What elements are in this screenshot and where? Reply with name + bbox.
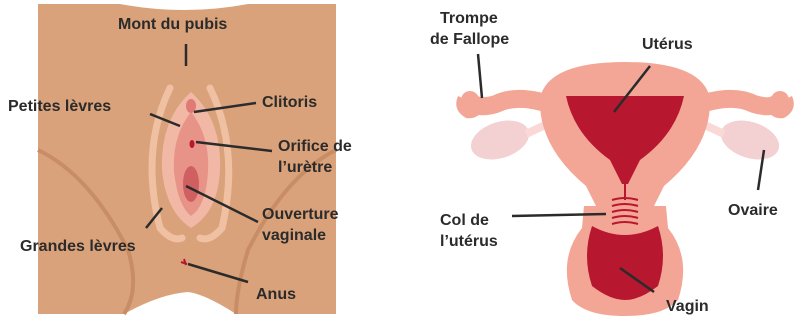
label-cervix-line2: l’utérus (440, 231, 498, 252)
urethra-shape (190, 140, 195, 148)
label-urethra: Orifice de l’urètre (278, 136, 352, 178)
label-cervix-line1: Col de (440, 210, 498, 231)
label-urethra-line2: l’urètre (278, 157, 352, 178)
label-mons: Mont du pubis (118, 14, 227, 35)
label-urethra-line1: Orifice de (278, 136, 352, 157)
ovary-left-shape (466, 114, 534, 167)
label-tube-line2: de Fallope (430, 29, 509, 50)
leader-tube (478, 54, 482, 98)
ovary-right-shape (716, 114, 784, 167)
label-vaginal-line1: Ouverture (262, 204, 338, 225)
label-fallopian-tube: Trompe de Fallope (430, 8, 509, 50)
label-cervix: Col de l’utérus (440, 210, 498, 252)
label-uterus: Utérus (642, 34, 693, 55)
label-ovary: Ovaire (728, 200, 778, 221)
label-vagina: Vagin (666, 296, 709, 317)
label-vaginal-line2: vaginale (262, 225, 338, 246)
label-labia-minora: Petites lèvres (8, 96, 111, 117)
vaginal-opening-shape (183, 166, 199, 202)
label-clitoris: Clitoris (262, 92, 317, 113)
label-labia-majora: Grandes lèvres (20, 236, 136, 257)
label-tube-line1: Trompe (430, 8, 509, 29)
label-vaginal-opening: Ouverture vaginale (262, 204, 338, 246)
label-anus: Anus (256, 284, 296, 305)
